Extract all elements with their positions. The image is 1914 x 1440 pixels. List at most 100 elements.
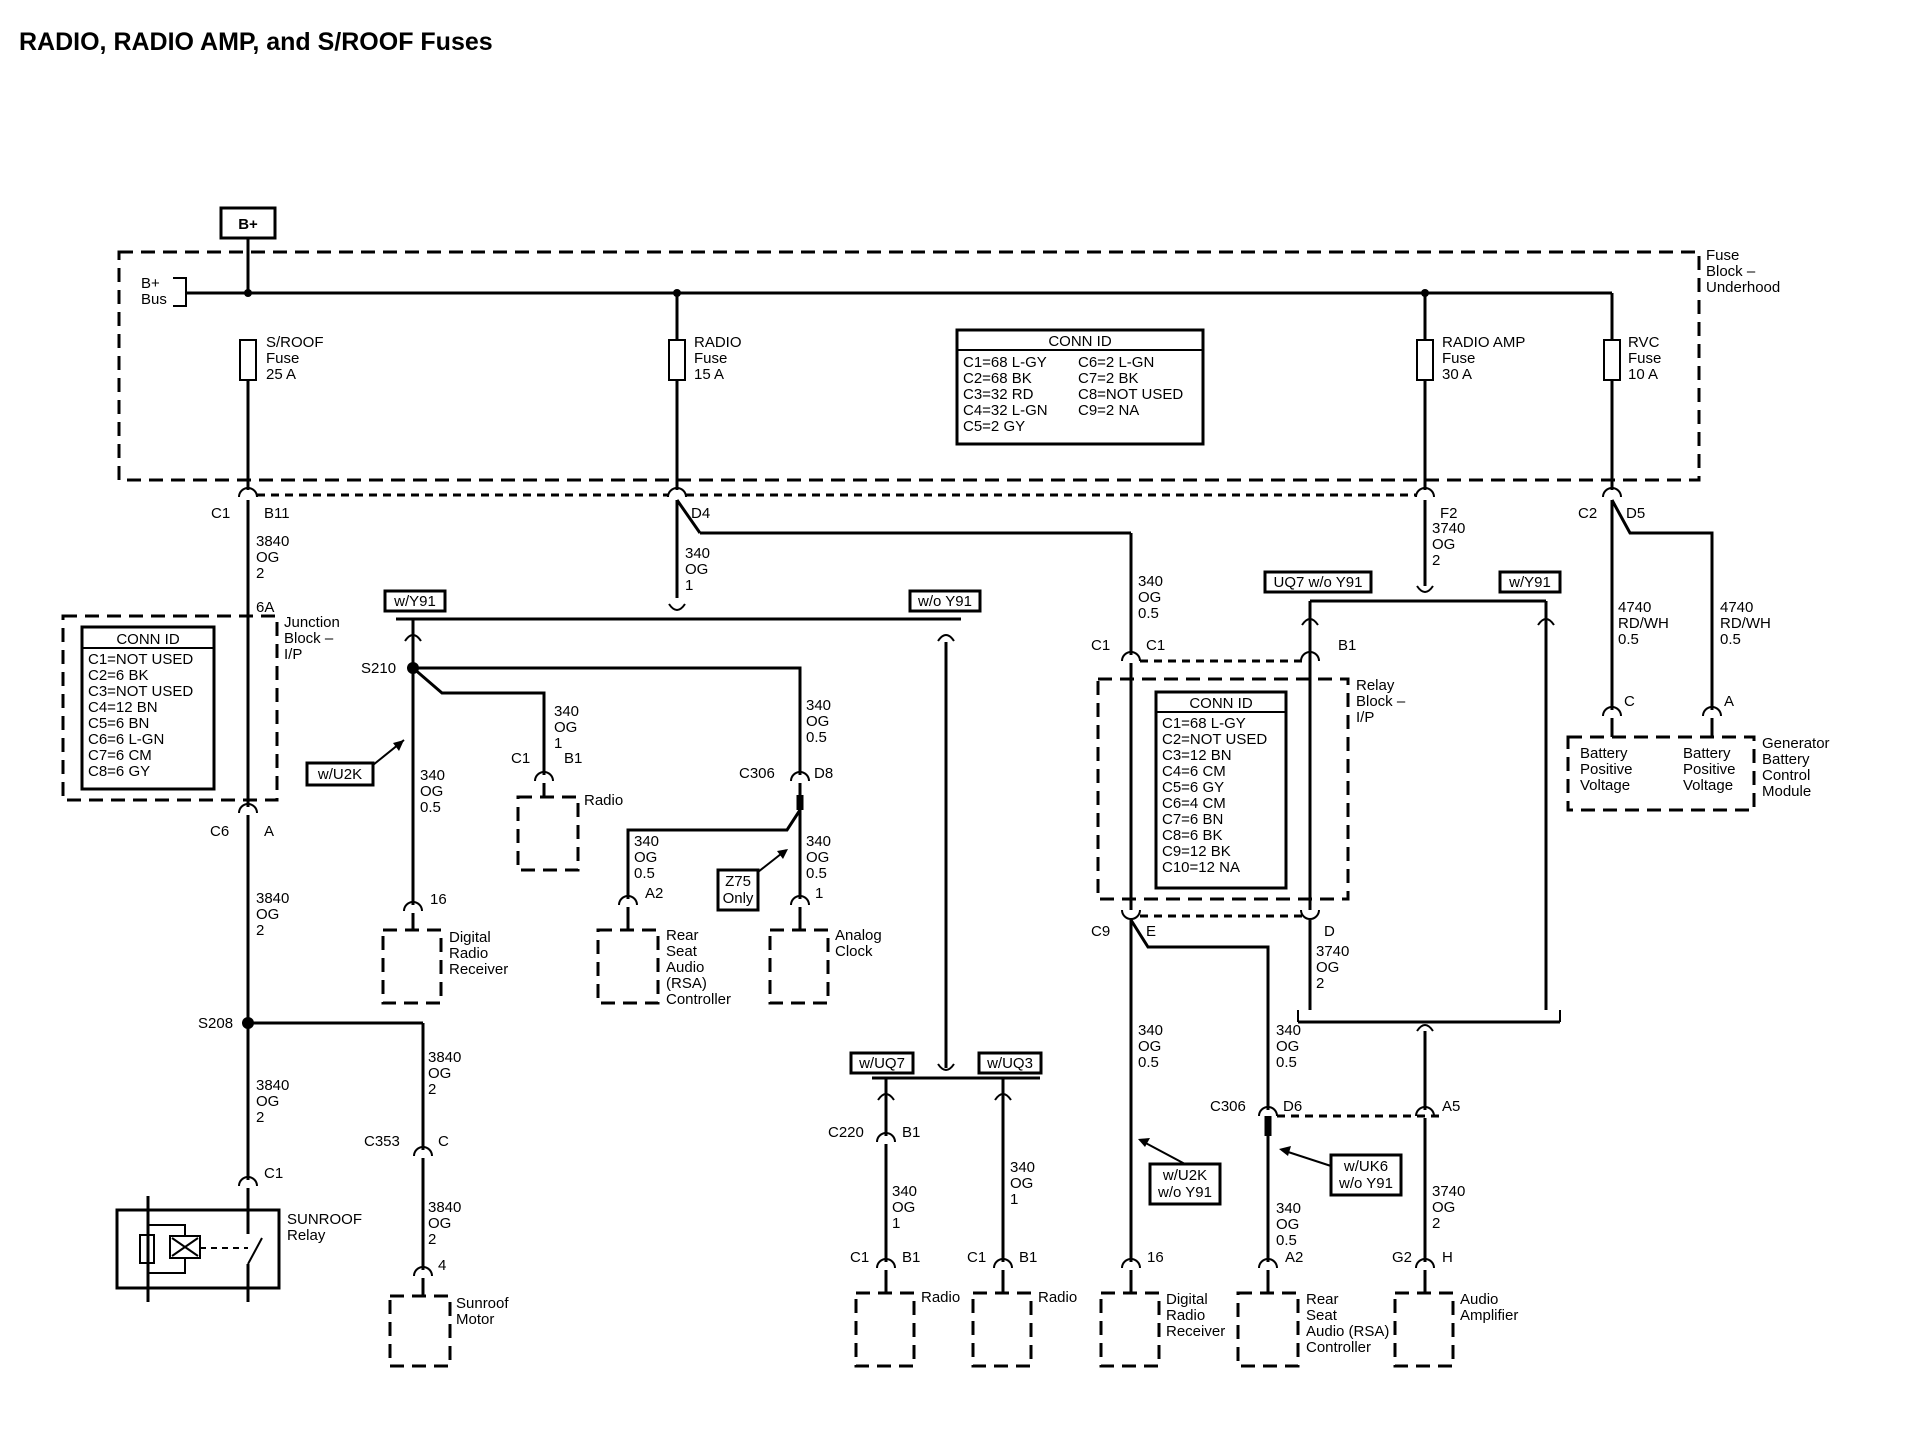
svg-text:Underhood: Underhood [1706, 279, 1780, 296]
fuse-block-connectors: C1 B11 D4 F2 C2 D5 [211, 487, 1645, 522]
svg-text:w/o Y91: w/o Y91 [1338, 1175, 1393, 1192]
svg-text:C: C [438, 1133, 449, 1150]
sunroof-relay: SUNROOF Relay [115, 1188, 362, 1302]
svg-text:RADIO AMP: RADIO AMP [1442, 334, 1525, 351]
svg-text:OG: OG [1276, 1038, 1299, 1055]
option-wu2k: w/U2K [317, 766, 362, 783]
svg-text:C306: C306 [1210, 1098, 1246, 1115]
svg-text:C6=4 CM: C6=4 CM [1162, 795, 1226, 812]
svg-text:340: 340 [420, 767, 445, 784]
svg-text:C1: C1 [1146, 637, 1165, 654]
svg-text:340: 340 [892, 1183, 917, 1200]
svg-text:3840: 3840 [428, 1199, 461, 1216]
audio-amplifier: Audio Amplifier [1393, 1291, 1518, 1368]
svg-text:0.5: 0.5 [1138, 1054, 1159, 1071]
svg-text:C7=6 BN: C7=6 BN [1162, 811, 1223, 828]
svg-text:25 A: 25 A [266, 366, 296, 383]
radio-amp-circuit: 3740 OG 2 UQ7 w/o Y91 w/Y91 B1 D 3740 OG… [1263, 500, 1562, 1368]
svg-text:Digital: Digital [449, 929, 491, 946]
svg-text:3840: 3840 [256, 890, 289, 907]
svg-text:C7=2 BK: C7=2 BK [1078, 370, 1138, 387]
svg-text:OG: OG [806, 713, 829, 730]
digital-radio-receiver-2: Digital Radio Receiver [1099, 1291, 1225, 1368]
svg-text:C1: C1 [211, 505, 230, 522]
svg-text:D4: D4 [691, 505, 710, 522]
svg-text:H: H [1442, 1249, 1453, 1266]
svg-text:C9=12 BK: C9=12 BK [1162, 843, 1231, 860]
svg-text:B1: B1 [1019, 1249, 1037, 1266]
svg-text:Only: Only [723, 890, 754, 907]
svg-text:Relay: Relay [1356, 677, 1395, 694]
svg-text:Seat: Seat [1306, 1307, 1338, 1324]
svg-text:Battery: Battery [1683, 745, 1731, 762]
fuse-block-name: Fuse [1706, 247, 1739, 264]
svg-text:E: E [1146, 923, 1156, 940]
svg-text:A5: A5 [1442, 1098, 1460, 1115]
svg-text:C1: C1 [1091, 637, 1110, 654]
power-source-label: B+ [238, 216, 258, 233]
svg-text:C1=68 L-GY: C1=68 L-GY [963, 354, 1047, 371]
svg-text:C8=6 BK: C8=6 BK [1162, 827, 1222, 844]
svg-text:10 A: 10 A [1628, 366, 1658, 383]
svg-text:OG: OG [1316, 959, 1339, 976]
svg-text:340: 340 [685, 545, 710, 562]
svg-text:CONN ID: CONN ID [116, 631, 180, 648]
svg-text:Junction: Junction [284, 614, 340, 631]
svg-text:Seat: Seat [666, 943, 698, 960]
svg-text:SUNROOF: SUNROOF [287, 1211, 362, 1228]
svg-text:3840: 3840 [428, 1049, 461, 1066]
svg-text:16: 16 [1147, 1249, 1164, 1266]
svg-text:2: 2 [428, 1081, 436, 1098]
svg-text:2: 2 [428, 1231, 436, 1248]
svg-text:C5=2 GY: C5=2 GY [963, 418, 1025, 435]
svg-text:0.5: 0.5 [1276, 1054, 1297, 1071]
svg-text:OG: OG [256, 1093, 279, 1110]
svg-text:C5=6 GY: C5=6 GY [1162, 779, 1224, 796]
svg-text:Fuse: Fuse [694, 350, 727, 367]
svg-text:340: 340 [1276, 1200, 1301, 1217]
svg-text:Radio: Radio [921, 1289, 960, 1306]
svg-text:OG: OG [1138, 1038, 1161, 1055]
radio-fuse: RADIO Fuse 15 A [668, 334, 742, 383]
svg-text:C1: C1 [850, 1249, 869, 1266]
svg-text:Analog: Analog [835, 927, 882, 944]
svg-text:B1: B1 [1338, 637, 1356, 654]
svg-text:OG: OG [892, 1199, 915, 1216]
svg-text:2: 2 [256, 1109, 264, 1126]
option-wuq7: w/UQ7 [858, 1055, 905, 1072]
option-uq7-woy91: UQ7 w/o Y91 [1274, 574, 1363, 591]
svg-text:340: 340 [806, 833, 831, 850]
fuse-block-underhood: Fuse Block – Underhood B+ Bus S/ROOF Fus… [117, 238, 1780, 482]
generator-battery-control-module: Battery Positive Voltage Battery Positiv… [1566, 735, 1830, 812]
option-wuq3: w/UQ3 [986, 1055, 1033, 1072]
svg-text:C1: C1 [264, 1165, 283, 1182]
option-woy91: w/o Y91 [917, 593, 972, 610]
option-z75: Z75 [725, 873, 751, 890]
svg-text:F2: F2 [1440, 505, 1458, 522]
svg-text:S210: S210 [361, 660, 396, 677]
svg-text:15 A: 15 A [694, 366, 724, 383]
svg-text:A2: A2 [1285, 1249, 1303, 1266]
svg-text:2: 2 [1432, 552, 1440, 569]
svg-text:Clock: Clock [835, 943, 873, 960]
svg-text:C7=6 CM: C7=6 CM [88, 747, 152, 764]
svg-text:Relay: Relay [287, 1227, 326, 1244]
svg-text:C6=2 L-GN: C6=2 L-GN [1078, 354, 1154, 371]
svg-text:C3=32 RD: C3=32 RD [963, 386, 1034, 403]
svg-text:C1=NOT USED: C1=NOT USED [88, 651, 193, 668]
svg-text:B11: B11 [264, 505, 290, 522]
svg-text:Audio: Audio [1460, 1291, 1498, 1308]
svg-text:Generator: Generator [1762, 735, 1830, 752]
svg-text:16: 16 [430, 891, 447, 908]
svg-text:OG: OG [1010, 1175, 1033, 1192]
svg-text:OG: OG [554, 719, 577, 736]
svg-text:B1: B1 [902, 1249, 920, 1266]
svg-text:Amplifier: Amplifier [1460, 1307, 1518, 1324]
fuse-block-conn-id: CONN ID C1=68 L-GY C6=2 L-GN C2=68 BK C7… [955, 328, 1205, 446]
svg-text:C220: C220 [828, 1124, 864, 1141]
svg-text:C4=32 L-GN: C4=32 L-GN [963, 402, 1048, 419]
svg-text:Module: Module [1762, 783, 1811, 800]
svg-text:B1: B1 [564, 750, 582, 767]
svg-text:6A: 6A [256, 599, 274, 616]
